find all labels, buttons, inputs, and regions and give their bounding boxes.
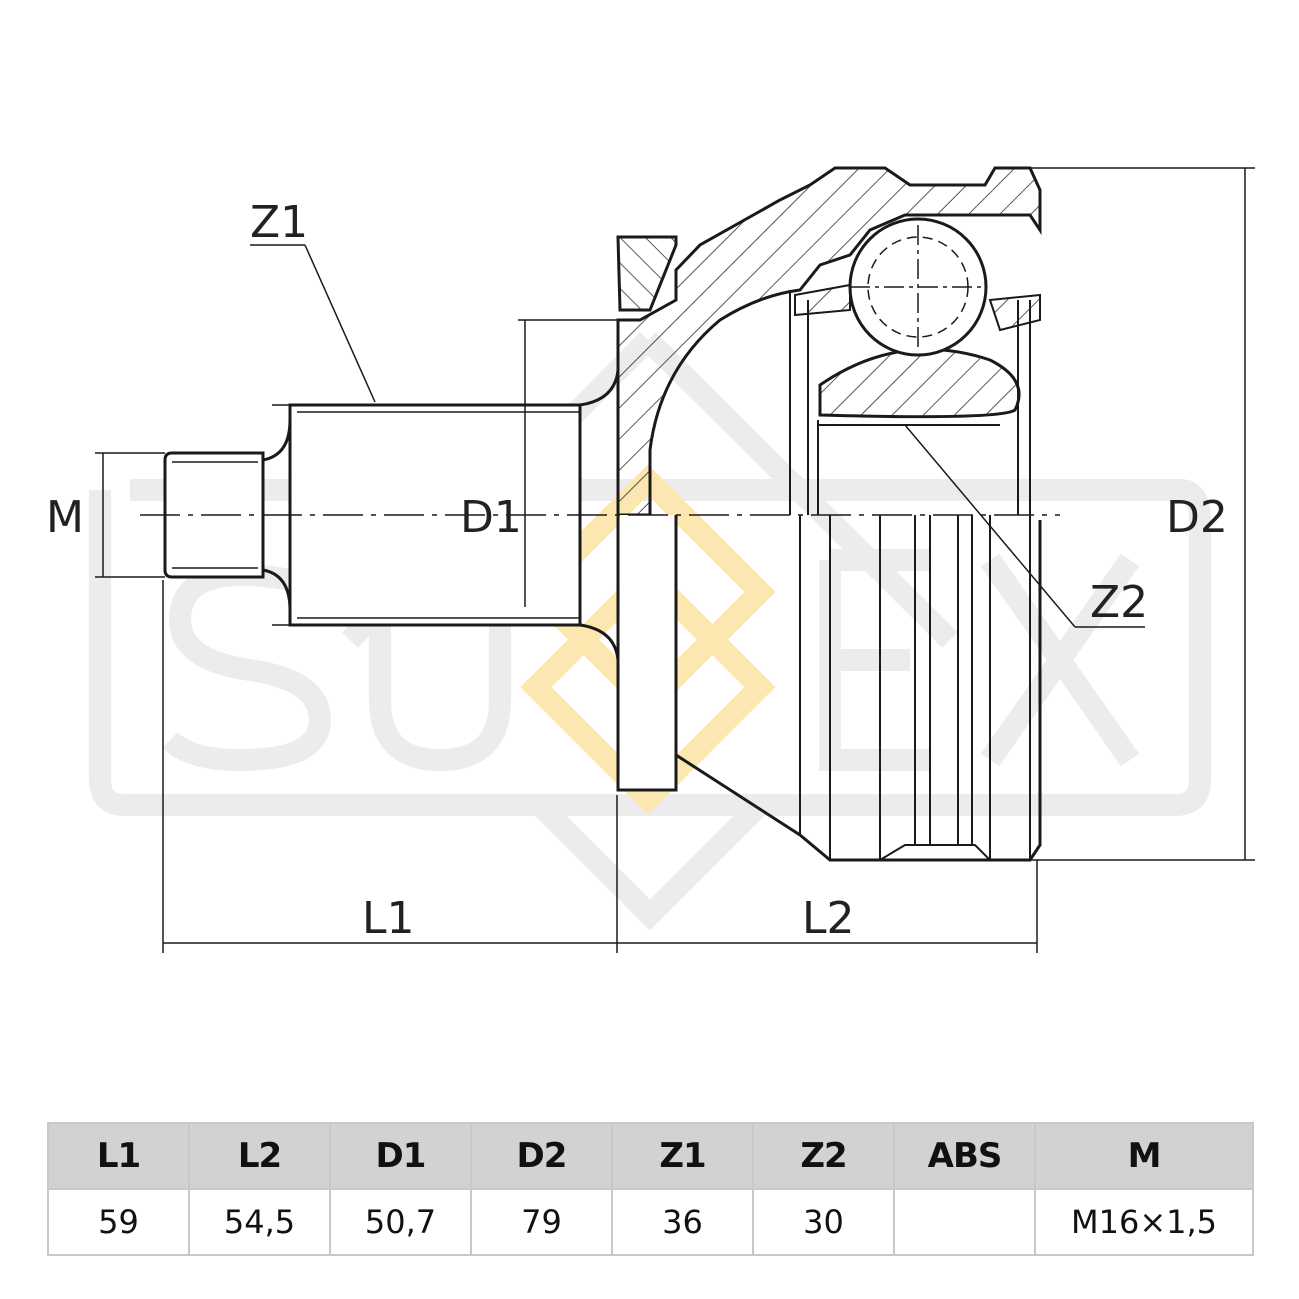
- header-z1: Z1: [611, 1122, 754, 1190]
- value-d2: 79: [470, 1188, 613, 1256]
- label-l2: L2: [802, 893, 855, 944]
- header-abs: ABS: [893, 1122, 1036, 1190]
- label-z1: Z1: [250, 197, 308, 248]
- label-d2: D2: [1166, 492, 1228, 543]
- value-d1: 50,7: [329, 1188, 472, 1256]
- header-z2: Z2: [752, 1122, 895, 1190]
- dimensions-table: L1 L2 D1 D2 Z1 Z2 ABS M 59 54,5 50,7 79 …: [47, 1122, 1254, 1256]
- value-z1: 36: [611, 1188, 754, 1256]
- label-l1: L1: [362, 893, 415, 944]
- value-z2: 30: [752, 1188, 895, 1256]
- header-l1: L1: [47, 1122, 190, 1190]
- watermark-logo: [89, 332, 1211, 931]
- value-l1: 59: [47, 1188, 190, 1256]
- part-outline: [163, 166, 1042, 862]
- table-header-row: L1 L2 D1 D2 Z1 Z2 ABS M: [47, 1122, 1254, 1190]
- value-abs: [893, 1188, 1036, 1256]
- value-l2: 54,5: [188, 1188, 331, 1256]
- header-d2: D2: [470, 1122, 613, 1190]
- header-m: M: [1034, 1122, 1254, 1190]
- header-l2: L2: [188, 1122, 331, 1190]
- label-z2: Z2: [1090, 577, 1148, 628]
- label-d1: D1: [460, 492, 522, 543]
- value-m: M16×1,5: [1034, 1188, 1254, 1256]
- header-d1: D1: [329, 1122, 472, 1190]
- label-m: M: [46, 492, 84, 543]
- table-row: 59 54,5 50,7 79 36 30 M16×1,5: [47, 1188, 1254, 1256]
- dimension-lines: [95, 167, 1255, 953]
